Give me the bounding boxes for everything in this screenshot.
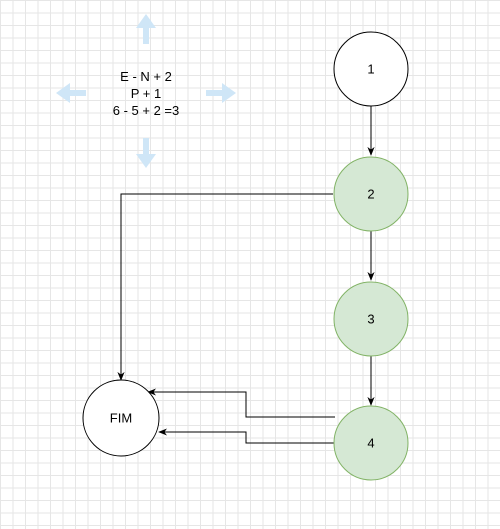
edge-4-to-fim-lower[interactable] (158, 428, 335, 444)
move-right-arrow-icon[interactable] (206, 83, 236, 103)
formula-line-1: E - N + 2 (120, 69, 172, 84)
node-2[interactable]: 2 (333, 156, 409, 232)
move-handles[interactable] (56, 14, 236, 168)
move-left-arrow-icon[interactable] (56, 83, 86, 103)
node-1-shape[interactable] (333, 31, 409, 107)
node-4-label: 4 (367, 435, 374, 450)
node-3-label: 3 (367, 311, 374, 326)
node-2-shape[interactable] (333, 156, 409, 232)
move-up-arrow-icon[interactable] (136, 14, 156, 44)
node-4-shape[interactable] (333, 405, 409, 481)
formula-line-2: P + 1 (130, 86, 162, 101)
node-fim-label: FIM (110, 410, 132, 425)
edge-2-to-fim[interactable] (117, 193, 333, 381)
edge-4-to-fim-upper[interactable] (147, 388, 335, 418)
node-3-shape[interactable] (333, 281, 409, 357)
formula-line-3: 6 - 5 + 2 =3 (112, 103, 180, 118)
node-4[interactable]: 4 (333, 405, 409, 481)
node-fim-shape[interactable] (82, 379, 160, 457)
node-1[interactable]: 1 (333, 31, 409, 107)
node-3[interactable]: 3 (333, 281, 409, 357)
node-fim[interactable]: FIM (82, 379, 160, 457)
node-1-label: 1 (367, 61, 374, 76)
node-2-label: 2 (367, 186, 374, 201)
move-down-arrow-icon[interactable] (136, 138, 156, 168)
formula-text-block[interactable]: E - N + 2 P + 1 6 - 5 + 2 =3 (96, 68, 196, 119)
